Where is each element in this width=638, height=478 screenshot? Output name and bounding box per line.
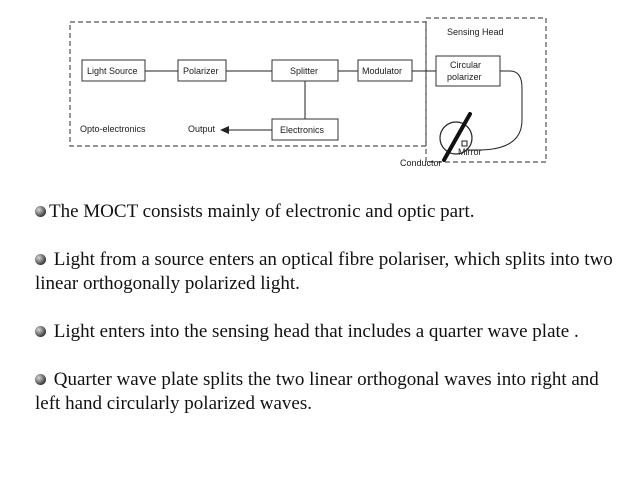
splitter-label: Splitter: [290, 66, 318, 76]
bullet-icon: [35, 206, 46, 218]
electronics-block: Electronics: [271, 118, 339, 141]
circular-polarizer-block: Circular polarizer: [435, 55, 501, 87]
bullet-item: Light enters into the sensing head that …: [35, 320, 625, 344]
polarizer-block: Polarizer: [177, 59, 227, 82]
modulator-block: Modulator: [357, 59, 413, 82]
bullet-icon: [35, 374, 46, 386]
output-arrow-icon: [220, 126, 229, 134]
splitter-block: Splitter: [271, 59, 339, 82]
bullet-item: Light from a source enters an optical fi…: [35, 248, 625, 296]
bullet-item: Quarter wave plate splits the two linear…: [35, 368, 625, 416]
conductor-rod: [442, 112, 472, 162]
bullet-text: Quarter wave plate splits the two linear…: [35, 369, 599, 414]
light-source-block: Light Source: [81, 59, 146, 82]
electronics-label: Electronics: [280, 125, 325, 135]
bullet-text: The MOCT consists mainly of electronic a…: [49, 201, 475, 222]
bullet-icon: [35, 254, 46, 266]
opto-electronics-enclosure: [69, 21, 427, 147]
fibre-loop: [466, 70, 523, 151]
bullet-text: Light from a source enters an optical fi…: [35, 249, 613, 294]
modulator-label: Modulator: [362, 66, 402, 76]
mirror-label: Mirror: [458, 147, 482, 157]
sensing-head-enclosure: [425, 17, 547, 163]
bullet-list: The MOCT consists mainly of electronic a…: [35, 200, 625, 440]
bullet-item: The MOCT consists mainly of electronic a…: [35, 200, 625, 224]
opto-electronics-label: Opto-electronics: [80, 124, 146, 134]
moct-block-diagram: Sensing Head Opto-electronics Light Sour…: [69, 17, 547, 168]
light-source-label: Light Source: [87, 66, 138, 76]
circular-polarizer-label-1: Circular: [450, 60, 481, 70]
bullet-text: Light enters into the sensing head that …: [49, 321, 579, 342]
sensing-coil: [439, 121, 473, 155]
bullet-icon: [35, 326, 46, 338]
polarizer-label: Polarizer: [183, 66, 219, 76]
conductor-label: Conductor: [400, 158, 442, 168]
mirror-icon: [461, 140, 468, 147]
circular-polarizer-label-2: polarizer: [447, 72, 482, 82]
sensing-head-label: Sensing Head: [447, 27, 504, 37]
output-label: Output: [188, 124, 216, 134]
